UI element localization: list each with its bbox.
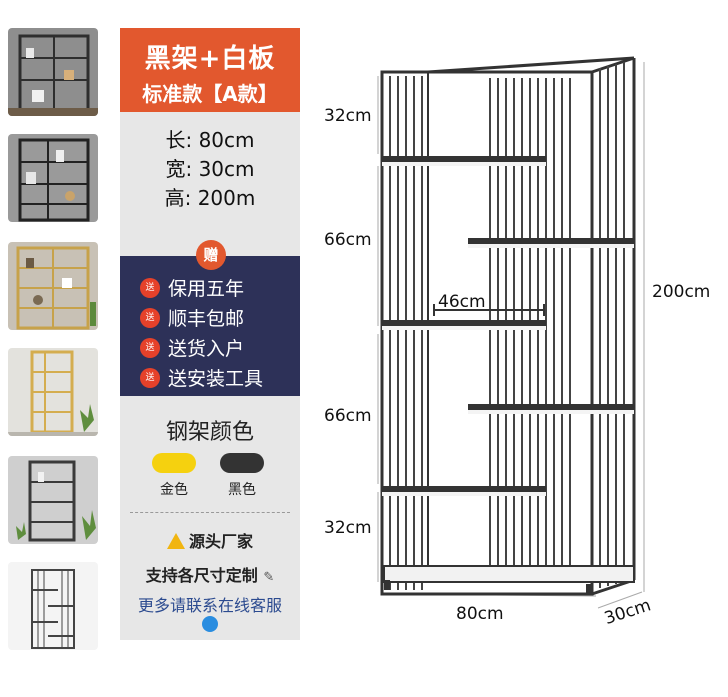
length-text: 长: 80cm	[165, 128, 255, 152]
perk-delivery: 送送货入户	[140, 334, 244, 364]
perk-label: 送安装工具	[168, 368, 264, 390]
thumb-black-room[interactable]	[8, 134, 98, 222]
title-box: 黑架+白板 标准款【A款】	[120, 28, 300, 112]
shelf-bottom	[383, 565, 635, 583]
gift-badge: 赠	[196, 240, 226, 270]
perk-label: 保用五年	[168, 278, 245, 300]
warning-icon	[166, 533, 185, 549]
width-text: 宽: 30cm	[165, 157, 255, 181]
thumb-black-white[interactable]	[8, 562, 98, 650]
shelf-diagram	[377, 56, 645, 609]
source-text: 源头厂家	[188, 532, 253, 551]
shelf-2	[468, 238, 634, 244]
dim-32-top: 32cm	[324, 106, 372, 126]
dim-80: 80cm	[456, 604, 504, 624]
tools-icon: ✎	[263, 570, 275, 585]
thumb-gold-plant[interactable]	[8, 348, 98, 436]
gold-label: 金色	[160, 482, 188, 498]
dim-66-upper: 66cm	[324, 230, 372, 250]
color-title: 钢架颜色	[165, 420, 254, 445]
flame-gift-icon: 送	[140, 277, 160, 298]
dim-200: 200cm	[652, 282, 711, 302]
contact-note[interactable]: 更多请联系在线客服	[137, 596, 282, 615]
perk-label: 送货入户	[168, 338, 245, 360]
info-panel: 黑架+白板 标准款【A款】 长: 80cm 宽: 30cm 高: 200m 赠 …	[120, 28, 300, 640]
product-subtitle: 标准款【A款】	[142, 82, 278, 106]
custom-text: 支持各尺寸定制	[145, 566, 258, 585]
thumb-gold-wall[interactable]	[8, 242, 98, 330]
source-note: 源头厂家	[120, 528, 300, 552]
perk-shipping: 送顺丰包邮	[140, 304, 244, 334]
shelf-3	[382, 320, 546, 326]
dimension-list: 长: 80cm 宽: 30cm 高: 200m	[120, 126, 300, 213]
thumb-black-wall[interactable]	[8, 28, 98, 116]
perks-box: 赠 送保用五年 送顺丰包邮 送送货入户 送送安装工具	[120, 240, 300, 396]
height-text: 高: 200m	[164, 186, 256, 210]
customer-service-icon[interactable]	[202, 616, 218, 632]
custom-note: 支持各尺寸定制 ✎	[120, 562, 300, 586]
divider	[130, 512, 290, 513]
dim-46: 46cm	[438, 292, 486, 312]
flame-gift-icon: 送	[140, 367, 160, 388]
shelf-1	[382, 156, 546, 162]
perk-tools: 送送安装工具	[140, 364, 263, 394]
thumb-black-plant[interactable]	[8, 456, 98, 544]
black-swatch[interactable]	[220, 453, 264, 473]
perk-warranty: 送保用五年	[140, 274, 244, 304]
black-label: 黑色	[228, 482, 256, 498]
dim-32-bottom: 32cm	[324, 518, 372, 538]
flame-gift-icon: 送	[140, 337, 160, 358]
shelf-5	[382, 486, 546, 492]
dim-66-lower: 66cm	[324, 406, 372, 426]
shelf-4	[468, 404, 634, 410]
gold-swatch[interactable]	[152, 453, 196, 473]
flame-gift-icon: 送	[140, 307, 160, 328]
product-title: 黑架+白板	[144, 44, 276, 74]
perk-label: 顺丰包邮	[168, 308, 245, 330]
